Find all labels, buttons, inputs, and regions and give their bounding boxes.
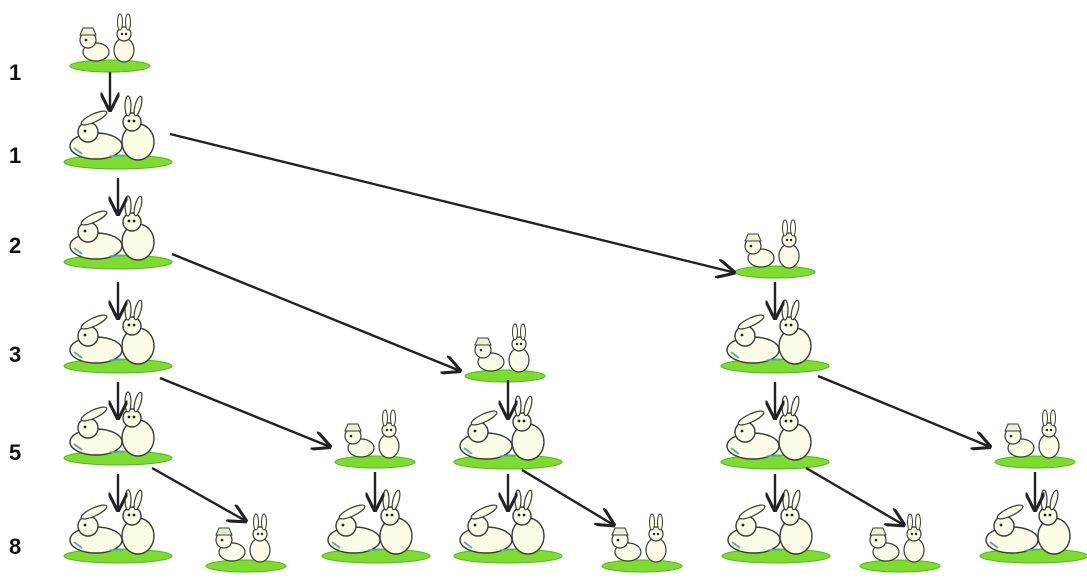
young-rabbit-pair-1	[69, 13, 151, 73]
arrow-11	[817, 374, 988, 446]
row-count-2: 1	[9, 143, 22, 168]
row-count-4: 3	[9, 342, 22, 367]
row-count-3: 2	[9, 233, 22, 258]
arrow-4	[171, 252, 458, 370]
young-rabbit-pair-14	[205, 513, 287, 573]
adult-rabbit-pair-2	[63, 94, 173, 170]
row-count-1: 1	[9, 60, 22, 85]
young-rabbit-pair-12	[994, 409, 1076, 469]
arrow-7	[159, 376, 328, 446]
young-rabbit-pair-4	[734, 219, 816, 279]
young-rabbit-pair-6	[464, 323, 546, 383]
arrow-2	[169, 132, 732, 272]
adult-rabbit-pair-20	[979, 488, 1087, 564]
arrow-18	[805, 466, 902, 524]
young-rabbit-pair-9	[334, 409, 416, 469]
arrow-16	[521, 468, 612, 524]
arrow-12	[151, 466, 244, 520]
row-count-6: 8	[9, 534, 22, 559]
row-count-5: 5	[9, 440, 22, 465]
young-rabbit-pair-17	[601, 513, 683, 573]
